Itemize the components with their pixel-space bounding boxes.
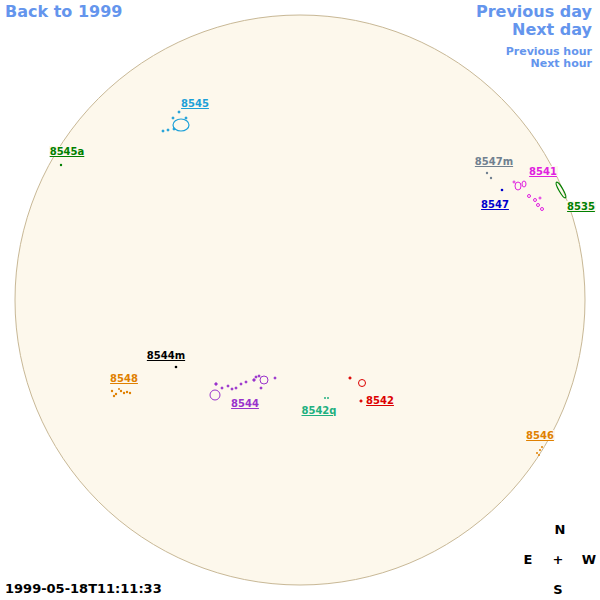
region-label: 8541 <box>528 166 558 177</box>
region-8544 <box>210 375 276 400</box>
region-label: 8545 <box>180 98 210 109</box>
region-label: 8544 <box>230 398 260 409</box>
compass-letter: W <box>582 553 596 567</box>
region-label: 8542 <box>365 395 395 406</box>
region-8542 <box>349 377 366 402</box>
region-8547 <box>501 189 504 192</box>
region-8541 <box>513 181 544 211</box>
region-8545 <box>162 111 189 132</box>
region-label: 8546 <box>525 430 555 441</box>
region-label: 8542q <box>301 405 338 416</box>
region-label: 8548 <box>109 373 139 384</box>
region-8544m <box>175 366 178 369</box>
region-8548 <box>111 388 131 397</box>
compass-letter: E <box>524 553 533 567</box>
region-label: 8544m <box>146 350 186 361</box>
region-8535 <box>555 181 567 199</box>
region-label: 8545a <box>49 146 86 157</box>
nav-link: Next hour <box>531 58 593 70</box>
compass-letter: N <box>555 523 566 537</box>
region-8547m <box>486 172 492 179</box>
nav-link: Next day <box>512 21 592 39</box>
nav-link: Previous hour <box>506 46 592 58</box>
region-8545a <box>60 164 62 166</box>
region-label: 8547m <box>474 156 514 167</box>
timestamp: 1999-05-18T11:11:33 <box>5 582 162 596</box>
region-8546 <box>536 446 543 456</box>
nav-link: Previous day <box>476 3 592 21</box>
region-label: 8535 <box>566 201 596 212</box>
nav-link: Back to 1999 <box>5 3 122 21</box>
region-8542q <box>324 397 329 399</box>
compass-center: + <box>553 553 564 567</box>
compass-letter: S <box>553 583 562 597</box>
solar-disk <box>15 15 585 585</box>
region-label: 8547 <box>480 199 510 210</box>
